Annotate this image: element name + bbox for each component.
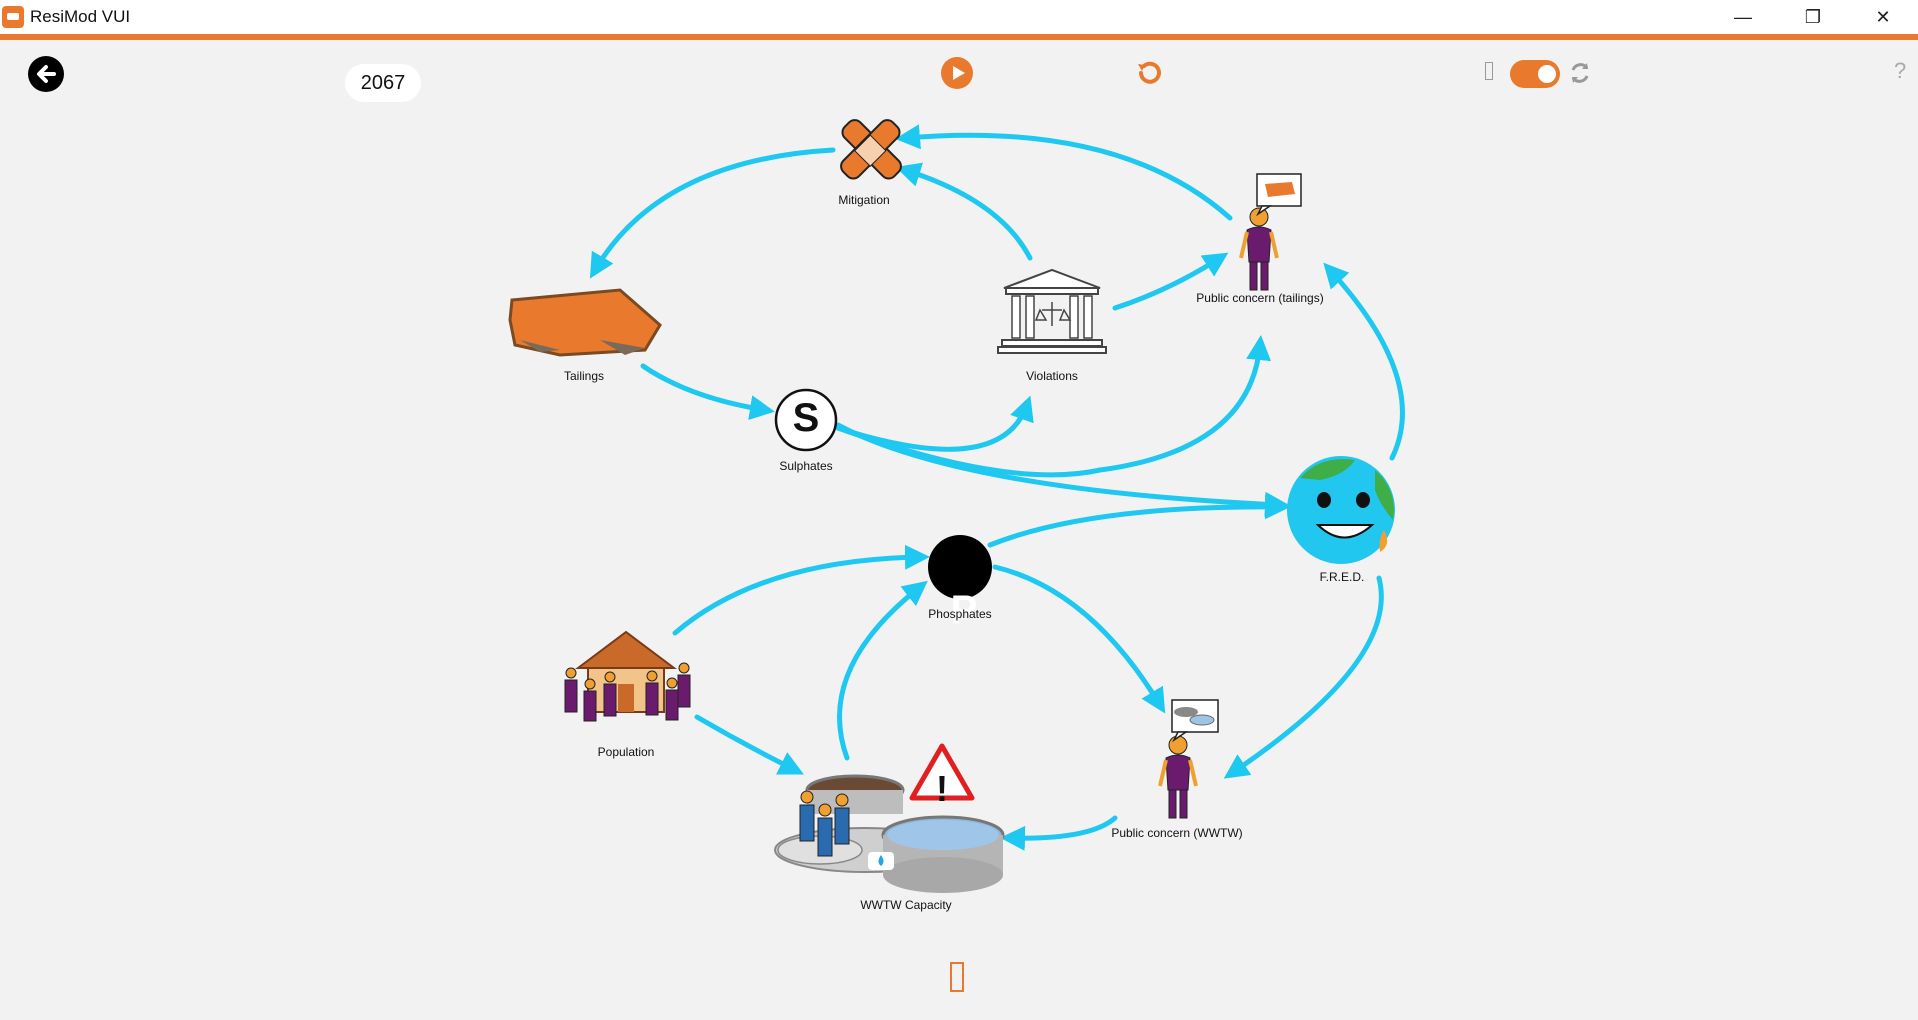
link-phosphates-concern-wwtw — [992, 564, 1166, 714]
app-title: ResiMod VUI — [30, 7, 131, 26]
link-tailings-sulphates — [640, 363, 775, 420]
fred-node[interactable] — [1287, 456, 1395, 564]
link-fred-concern-wwtw — [1223, 575, 1384, 779]
phosphates-node[interactable] — [928, 535, 992, 599]
link-sulphates-violations — [835, 395, 1034, 452]
accent-bar — [0, 34, 1918, 40]
sulphates-letter: S — [792, 396, 820, 440]
close-button[interactable]: ✕ — [1875, 6, 1891, 27]
back-button[interactable] — [28, 56, 64, 92]
wwtw-capacity-node[interactable] — [774, 743, 1005, 893]
tailings-label: Tailings — [563, 369, 605, 383]
public-concern-tailings-label: Public concern (tailings) — [1196, 291, 1324, 305]
play-icon — [941, 57, 973, 89]
public-concern-tailings-node[interactable] — [1239, 173, 1302, 291]
speech-bubble-tailings-icon — [1256, 173, 1302, 217]
sulphates-label: Sulphates — [779, 459, 833, 473]
phosphates-letter: P — [950, 588, 978, 632]
person-icon — [1239, 207, 1279, 291]
treatment-plant-icon — [774, 774, 1005, 893]
help-button[interactable]: ? — [1894, 58, 1907, 83]
speech-bubble-wwtw-icon — [1171, 699, 1219, 743]
tailings-icon — [508, 288, 662, 357]
fred-label: F.R.E.D. — [1319, 570, 1365, 584]
mitigation-label: Mitigation — [838, 193, 890, 207]
arrow-left-icon — [37, 65, 56, 83]
link-violations-concern — [1112, 252, 1229, 311]
restore-button[interactable]: ❐ — [1804, 6, 1822, 27]
violations-label: Violations — [1026, 369, 1078, 383]
link-population-wwtw — [694, 714, 804, 775]
wwtw-capacity-label: WWTW Capacity — [860, 898, 952, 912]
link-fred-concern-tailings — [1323, 262, 1405, 461]
link-sulphates-concern — [835, 335, 1272, 478]
diagram-links — [508, 117, 1405, 893]
year-display: 2067 — [345, 64, 421, 102]
fred-earth-icon — [1287, 456, 1395, 564]
link-population-phosphates — [672, 544, 930, 636]
placeholder-glyph — [1485, 62, 1493, 80]
tailings-node[interactable] — [508, 288, 662, 357]
sulphates-circle — [774, 388, 838, 452]
play-button[interactable] — [940, 56, 974, 90]
person-icon — [1158, 735, 1198, 819]
title-bar: ResiMod VUI — ❐ ✕ — [0, 0, 1918, 34]
sulphates-node[interactable] — [774, 388, 838, 452]
refresh-icon — [1571, 63, 1589, 83]
minimize-button[interactable]: — — [1734, 6, 1752, 27]
population-node[interactable] — [564, 630, 691, 722]
courthouse-icon — [997, 268, 1107, 354]
public-concern-wwtw-label: Public concern (WWTW) — [1111, 826, 1243, 840]
auto-refresh-toggle[interactable] — [1510, 60, 1560, 88]
refresh-button[interactable] — [1565, 58, 1595, 88]
public-concern-wwtw-node[interactable] — [1158, 699, 1219, 819]
link-phosphates-fred — [987, 494, 1290, 548]
violations-node[interactable] — [997, 268, 1107, 354]
link-concern-wwtw-capacity — [1000, 815, 1118, 851]
reset-button[interactable] — [1132, 56, 1166, 90]
link-sulphates-fred — [835, 422, 1290, 517]
link-mitigation-tailings — [589, 147, 836, 279]
phosphates-label: Phosphates — [928, 607, 992, 621]
app-logo-icon — [2, 6, 24, 28]
population-label: Population — [597, 745, 655, 759]
undo-icon — [1138, 61, 1161, 84]
warning-icon — [909, 743, 975, 801]
placeholder-glyph-bottom — [950, 962, 964, 992]
toggle-knob — [1538, 65, 1556, 83]
link-concern-tailings-mitigation — [895, 124, 1233, 221]
model-canvas: P S ! Mitigation Tailings Violations Pub… — [0, 40, 1918, 1020]
mitigation-node[interactable] — [838, 117, 904, 182]
phosphates-circle — [928, 535, 992, 599]
link-wwtw-phosphates — [837, 580, 928, 761]
warning-exclamation: ! — [936, 768, 948, 809]
bandage-icon — [840, 119, 902, 180]
people-group-icon — [564, 662, 691, 722]
link-violations-mitigation — [895, 162, 1033, 261]
